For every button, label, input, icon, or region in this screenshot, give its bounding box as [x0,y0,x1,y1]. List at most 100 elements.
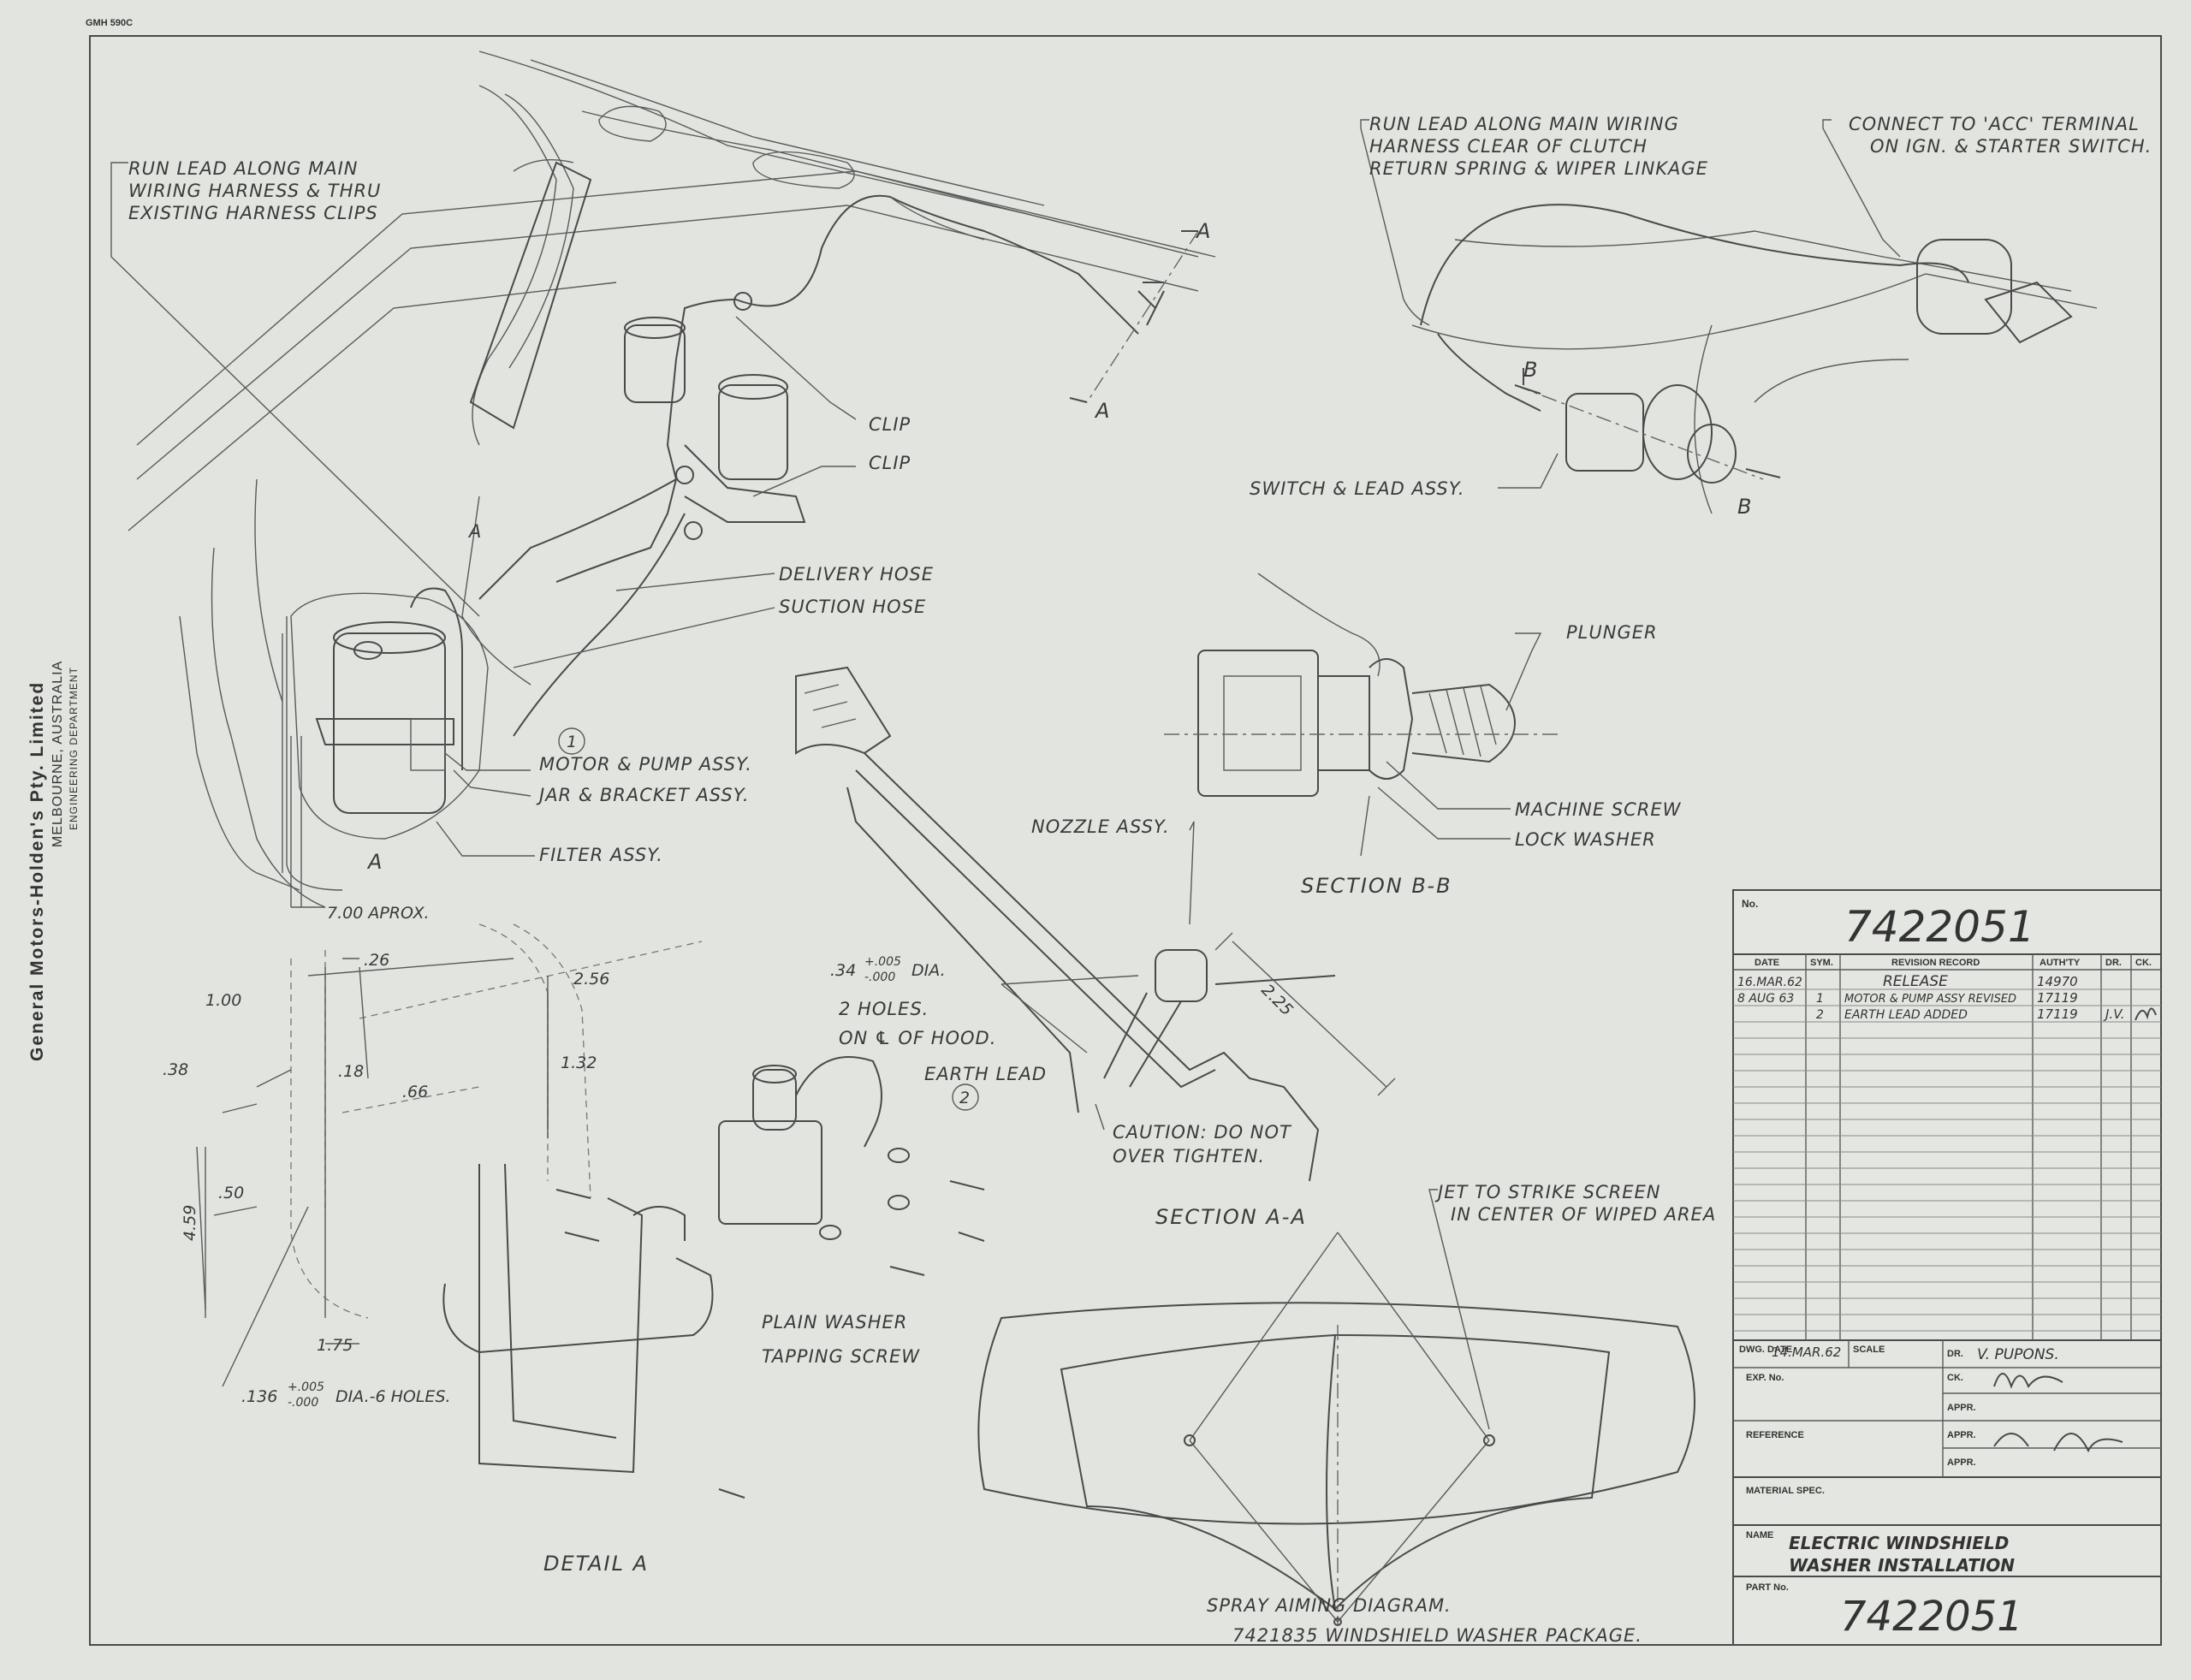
section-marker-a-bottom: A [1094,399,1111,423]
callout-connect-acc-1: CONNECT TO 'ACC' TERMINAL [1849,114,2140,134]
rev-record: MOTOR & PUMP ASSY REVISED [1844,993,2016,1006]
callout-tapping-screw: TAPPING SCREW [762,1346,920,1367]
callout-jet-strike-1: JET TO STRIKE SCREEN [1434,1182,1661,1202]
rev-header-date: DATE [1755,958,1779,968]
washer-jar [333,632,446,814]
callout-jet-strike-2: IN CENTER OF WIPED AREA [1451,1204,1716,1225]
checker-initials-signature [2135,1007,2157,1021]
approver-signature [1993,1433,2123,1453]
rev-record: EARTH LEAD ADDED [1844,1008,1968,1022]
rev-auth: 17119 [2037,990,2078,1006]
rev-sym: 1 [1816,992,1824,1006]
section-marker-b-top: B [1523,358,1539,382]
callout-caution-1: CAUTION: DO NOT [1113,1122,1292,1143]
callout-earth-lead: EARTH LEAD [924,1064,1047,1084]
rev-auth: 17119 [2037,1006,2078,1022]
dim-018: .18 [338,1062,364,1081]
tb-no-label: No. [1742,898,1758,910]
callout-run-lead-harness-2: WIRING HARNESS & THRU [128,181,381,201]
company-block: General Motors-Holden's Pty. Limited MEL… [27,661,80,1061]
rev-sym: 2 [1816,1008,1824,1022]
section-aa-label: SECTION A-A [1155,1205,1307,1229]
dim-256: 2.56 [573,970,609,988]
callout-run-lead-clutch-3: RETURN SPRING & WIPER LINKAGE [1369,158,1708,179]
tb-dwg-date-label: DWG. DATE [1739,1345,1792,1355]
rev-date: 16.MAR.62 [1737,976,1802,989]
callout-suction-hose: SUCTION HOSE [779,597,926,617]
rev-header-dr: DR. [2105,958,2122,968]
callout-plain-washer: PLAIN WASHER [762,1312,907,1333]
section-marker-a-top: A [1195,219,1212,243]
callout-plunger: PLUNGER [1566,622,1658,643]
tb-dwg-date: 14.MAR.62 [1772,1345,1841,1360]
tb-drawing-number: 7422051 [1844,902,2035,952]
tb-material-label: MATERIAL SPEC. [1746,1486,1825,1496]
revision-rows: 16.MAR.62 RELEASE 14970 8 AUG 63 1 MOTOR… [1737,973,2157,1022]
company-department: ENGINEERING DEPARTMENT [68,667,80,830]
rev-header-record: REVISION RECORD [1891,958,1980,968]
dim-066: .66 [402,1083,428,1101]
dim-hole136-tol-minus: -.000 [288,1396,318,1410]
tb-title-line1: ELECTRIC WINDSHIELD [1789,1533,2009,1553]
callout-run-lead-harness-3: EXISTING HARNESS CLIPS [128,203,378,223]
section-aa-drawing [795,666,1396,1182]
ignition-switch-view: B B [1360,119,2098,519]
callout-run-lead-clutch-2: HARNESS CLEAR OF CLUTCH [1369,136,1648,157]
tb-scale-label: SCALE [1853,1345,1885,1355]
company-name: General Motors-Holden's Pty. Limited [27,681,47,1061]
rev-header-auth: AUTH'TY [2040,958,2081,968]
callout-jar-bracket: JAR & BRACKET ASSY. [536,785,750,805]
tb-appr-label-3: APPR. [1947,1457,1976,1468]
drawing-border [89,35,2162,1646]
dim-050: .50 [218,1184,244,1202]
section-marker-b-bottom: B [1737,495,1753,519]
tb-dr-name: V. PUPONS. [1977,1346,2059,1363]
spray-aiming-diagram [977,1189,1695,1626]
dim-100: 1.00 [205,991,241,1010]
tb-dr-label: DR. [1947,1349,1963,1359]
rev-record: RELEASE [1883,973,1948,990]
dim-132: 1.32 [561,1054,597,1072]
package-label: 7421835 WINDSHIELD WASHER PACKAGE. [1232,1625,1642,1646]
callout-filter: FILTER ASSY. [539,845,663,865]
rev-date: 8 AUG 63 [1737,992,1794,1006]
form-code: GMH 590C [86,18,133,28]
tb-reference-label: REFERENCE [1746,1430,1804,1440]
dim-hole136: .136 [241,1387,277,1406]
tb-appr-label-2: APPR. [1947,1430,1976,1440]
dim-hole034-tol-minus: -.000 [864,971,895,984]
dim-hole034: .34 [830,961,856,980]
dim-hole034-tol-plus: +.005 [864,955,901,969]
checker-signature [1993,1373,2063,1389]
callout-hood-holes-2: ON ℄ OF HOOD. [839,1028,996,1048]
tb-exp-label: EXP. No. [1746,1373,1784,1383]
callout-switch-lead: SWITCH & LEAD ASSY. [1250,478,1465,499]
detail-a-drawing [196,923,985,1499]
rev-auth: 14970 [2037,974,2078,989]
dim-aprox: 7.00 APROX. [327,904,430,923]
dim-026: .26 [364,951,389,970]
tb-name-label: NAME [1746,1530,1773,1540]
dim-hole136-note: DIA.-6 HOLES. [335,1387,451,1406]
callout-connect-acc-2: ON IGN. & STARTER SWITCH. [1870,136,2152,157]
callout-hood-holes-1: 2 HOLES. [839,999,929,1019]
dim-hole034-note: DIA. [911,961,946,980]
tb-ck-label: CK. [1947,1373,1963,1383]
view-marker-a: A [467,521,482,542]
detail-marker-a: A [366,850,383,874]
callout-clip-1: CLIP [869,414,911,435]
callout-nozzle: NOZZLE ASSY. [1031,816,1170,837]
tb-appr-label-1: APPR. [1947,1403,1976,1413]
callout-clip-2: CLIP [869,453,911,473]
dim-038: .38 [163,1060,188,1079]
dim-hole136-tol-plus: +.005 [288,1380,324,1394]
engine-bay-view: A A A A [110,50,1216,908]
callout-delivery-hose: DELIVERY HOSE [779,564,934,585]
detail-a-label: DETAIL A [543,1552,649,1576]
rev-dr: J.V. [2103,1006,2125,1022]
section-bb-drawing [1164,573,1558,857]
tb-part-number: 7422051 [1840,1593,2023,1641]
callout-motor-pump: MOTOR & PUMP ASSY. [539,754,752,775]
section-bb-label: SECTION B-B [1301,874,1452,898]
